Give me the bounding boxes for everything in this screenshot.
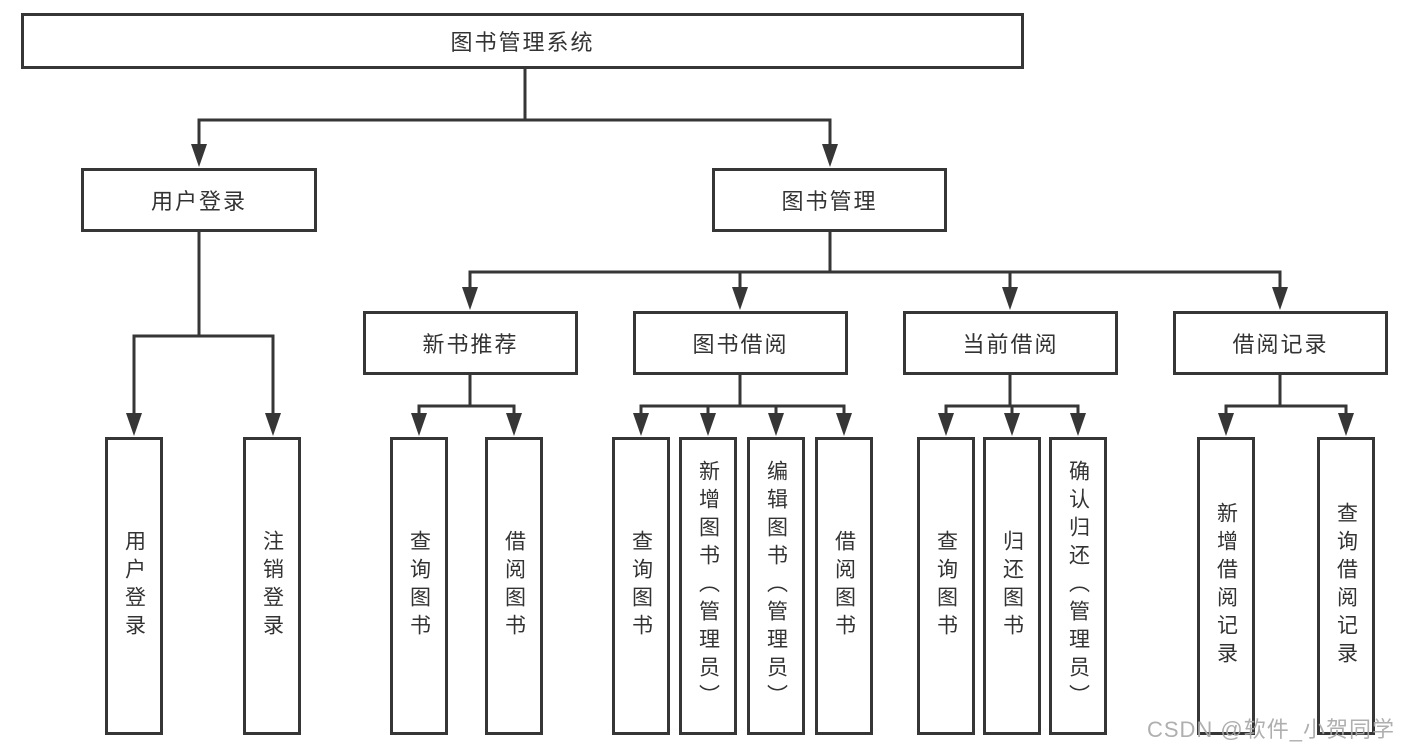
leaf-logout-label: 注销登录 <box>260 530 284 642</box>
node-current-borrow-label: 当前借阅 <box>962 332 1059 357</box>
csdn-watermark: CSDN @软件_小贺同学 <box>1146 717 1395 742</box>
node-new-book-recommend: 新书推荐 <box>363 311 578 375</box>
node-book-mgmt: 图书管理 <box>712 168 947 232</box>
leaf-current-confirm-return-admin-label: 确认归还（管理员） <box>1066 460 1090 712</box>
leaf-recommend-query-books-label: 查询图书 <box>407 530 431 642</box>
leaf-logout: 注销登录 <box>243 437 301 735</box>
connector-borrow <box>633 375 852 436</box>
connector-root <box>191 69 838 167</box>
leaf-recommend-borrow-books-label: 借阅图书 <box>502 530 526 642</box>
leaf-borrow-query-books-label: 查询图书 <box>629 530 653 642</box>
leaf-records-query-record-label: 查询借阅记录 <box>1334 502 1358 670</box>
connector-user-login <box>126 232 281 436</box>
node-root-label: 图书管理系统 <box>450 30 595 55</box>
leaf-records-add-record-label: 新增借阅记录 <box>1214 502 1238 670</box>
node-borrow-records: 借阅记录 <box>1173 311 1388 375</box>
node-book-borrow-label: 图书借阅 <box>692 332 789 357</box>
leaf-records-add-record: 新增借阅记录 <box>1197 437 1255 735</box>
connector-recommend <box>411 375 522 436</box>
leaf-borrow-borrow-books-label: 借阅图书 <box>832 530 856 642</box>
leaf-current-return-books-label: 归还图书 <box>1000 530 1024 642</box>
leaf-current-query-books-label: 查询图书 <box>934 530 958 642</box>
leaf-recommend-query-books: 查询图书 <box>390 437 448 735</box>
leaf-user-login-label: 用户登录 <box>122 530 146 642</box>
connector-current <box>938 375 1086 436</box>
connector-records <box>1218 375 1354 436</box>
leaf-borrow-edit-books-admin: 编辑图书（管理员） <box>747 437 805 735</box>
node-new-book-recommend-label: 新书推荐 <box>422 332 519 357</box>
node-book-borrow: 图书借阅 <box>633 311 848 375</box>
node-root: 图书管理系统 <box>21 13 1024 69</box>
leaf-borrow-add-books-admin: 新增图书（管理员） <box>679 437 737 735</box>
node-borrow-records-label: 借阅记录 <box>1232 332 1329 357</box>
node-book-mgmt-label: 图书管理 <box>781 189 878 214</box>
leaf-borrow-add-books-admin-label: 新增图书（管理员） <box>696 460 720 712</box>
leaf-records-query-record: 查询借阅记录 <box>1317 437 1375 735</box>
leaf-current-query-books: 查询图书 <box>917 437 975 735</box>
leaf-user-login: 用户登录 <box>105 437 163 735</box>
node-user-login: 用户登录 <box>81 168 317 232</box>
connector-book-mgmt <box>462 232 1288 310</box>
leaf-borrow-borrow-books: 借阅图书 <box>815 437 873 735</box>
node-current-borrow: 当前借阅 <box>903 311 1118 375</box>
leaf-current-confirm-return-admin: 确认归还（管理员） <box>1049 437 1107 735</box>
leaf-borrow-edit-books-admin-label: 编辑图书（管理员） <box>764 460 788 712</box>
leaf-recommend-borrow-books: 借阅图书 <box>485 437 543 735</box>
leaf-current-return-books: 归还图书 <box>983 437 1041 735</box>
leaf-borrow-query-books: 查询图书 <box>612 437 670 735</box>
node-user-login-label: 用户登录 <box>150 189 247 214</box>
